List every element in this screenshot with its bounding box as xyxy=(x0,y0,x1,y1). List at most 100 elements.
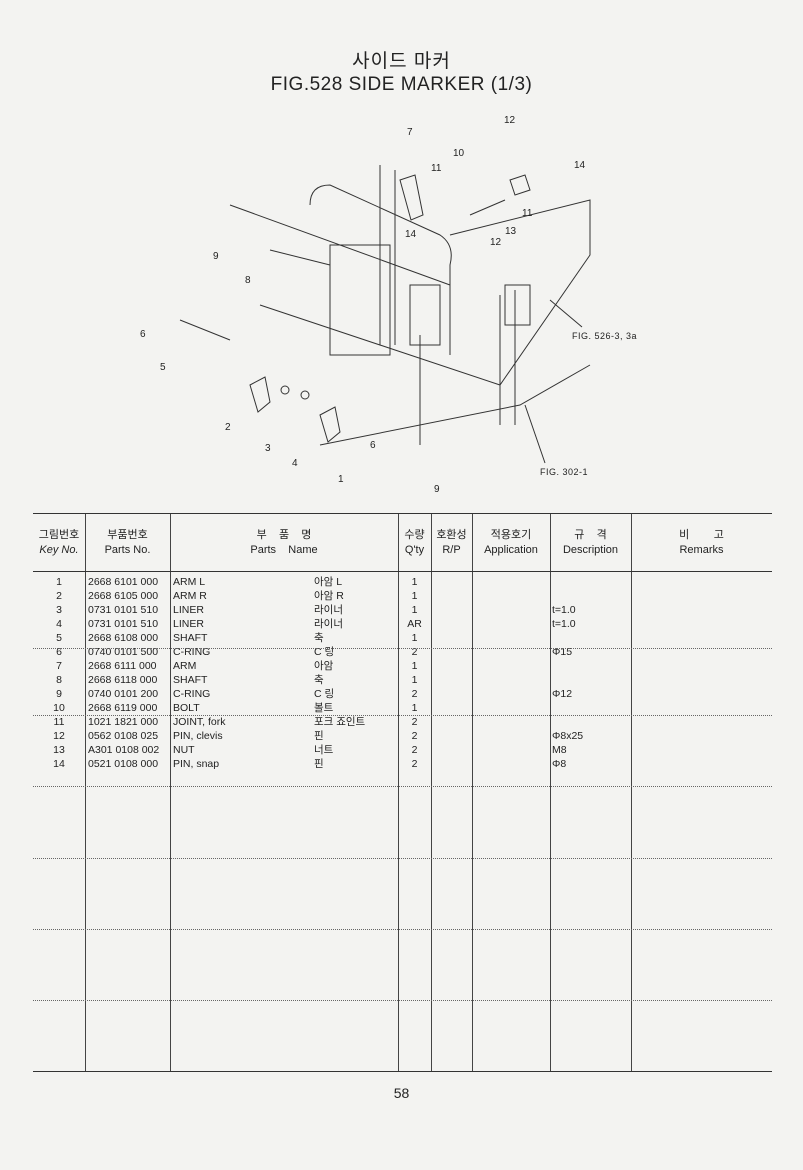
quantity: 1 xyxy=(411,590,418,602)
part-name: ARM R xyxy=(173,590,207,602)
part-name: JOINT, fork xyxy=(173,716,226,728)
callout-labels: 1 2 3 4 5 6 6 7 8 9 9 10 11 11 12 12 13 … xyxy=(140,115,637,495)
key-no: 3 xyxy=(56,604,62,616)
part-name-korean: 핀 xyxy=(314,730,324,742)
part-name: LINER xyxy=(173,604,204,616)
description: Φ12 xyxy=(552,688,573,700)
key-no: 9 xyxy=(56,688,62,700)
part-name: NUT xyxy=(173,744,195,756)
part-no: 2668 6101 000 xyxy=(88,576,159,588)
key-no: 6 xyxy=(56,646,62,658)
table-row: 14 0521 0108 000 PIN, snap 핀 2 Φ8 xyxy=(33,757,772,771)
part-no: 2668 6119 000 xyxy=(88,702,158,714)
quantity: 1 xyxy=(411,674,418,686)
key-no: 7 xyxy=(56,660,62,672)
description: M8 xyxy=(552,744,567,756)
callout-12: 12 xyxy=(504,115,516,126)
quantity: 1 xyxy=(411,632,418,644)
callout-14: 14 xyxy=(574,160,586,171)
key-no: 14 xyxy=(53,758,65,770)
part-no: 2668 6105 000 xyxy=(88,590,159,602)
quantity: 2 xyxy=(411,688,418,700)
part-name-korean: C 링 xyxy=(314,646,335,658)
part-name: C-RING xyxy=(173,646,211,658)
quantity: 1 xyxy=(411,660,418,672)
callout-6: 6 xyxy=(140,329,146,340)
part-name-korean: 핀 xyxy=(314,758,324,770)
part-no: 2668 6108 000 xyxy=(88,632,159,644)
callout-2: 2 xyxy=(225,422,231,433)
table-row: 9 0740 0101 200 C-RING C 링 2 Φ12 xyxy=(33,687,772,701)
callout-12b: 12 xyxy=(490,237,502,248)
description: Φ8 xyxy=(552,758,567,770)
frame-drawing xyxy=(179,165,591,464)
callout-8: 8 xyxy=(245,275,251,286)
callout-4: 4 xyxy=(292,458,298,469)
part-name: SHAFT xyxy=(173,632,208,644)
part-name-korean: C 링 xyxy=(314,688,335,700)
part-name-korean: 너트 xyxy=(314,744,334,756)
part-name-korean: 축 xyxy=(314,674,324,686)
key-no: 5 xyxy=(56,632,62,644)
part-name: PIN, snap xyxy=(173,758,220,770)
part-name: C-RING xyxy=(173,688,211,700)
part-name-korean: 축 xyxy=(314,632,324,644)
table-row: 5 2668 6108 000 SHAFT 축 1 xyxy=(33,631,772,645)
part-no: 0731 0101 510 xyxy=(88,604,159,616)
part-no: 0521 0108 000 xyxy=(88,758,159,770)
key-no: 4 xyxy=(56,618,62,630)
callout-1: 1 xyxy=(338,474,344,485)
quantity: 1 xyxy=(411,576,418,588)
exploded-parts-diagram: 1 2 3 4 5 6 6 7 8 9 9 10 11 11 12 12 13 … xyxy=(140,115,637,495)
key-no: 11 xyxy=(53,716,65,728)
key-no: 10 xyxy=(53,702,65,714)
quantity: AR xyxy=(407,618,422,630)
description: Φ8x25 xyxy=(552,730,584,742)
part-no: 2668 6111 000 xyxy=(88,660,157,672)
part-no: 0562 0108 025 xyxy=(88,730,159,742)
key-no: 1 xyxy=(56,576,62,588)
callout-9b: 9 xyxy=(434,484,440,495)
part-no: 0740 0101 500 xyxy=(88,646,159,658)
part-no: 0731 0101 510 xyxy=(88,618,159,630)
part-name-korean: 볼트 xyxy=(314,702,334,714)
callout-11b: 11 xyxy=(522,208,533,219)
part-no: 1021 1821 000 xyxy=(88,716,159,728)
page-title: FIG.528 SIDE MARKER (1/3) xyxy=(270,74,533,95)
figure-ref-526: FIG. 526-3, 3a xyxy=(572,331,637,341)
page-title-korean: 사이드 마커 xyxy=(352,51,451,72)
part-name-korean: 아암 L xyxy=(314,576,343,588)
description: Φ15 xyxy=(552,646,573,658)
callout-13: 13 xyxy=(505,226,517,237)
callout-7: 7 xyxy=(407,127,413,138)
part-name-korean: 포크 죠인트 xyxy=(314,716,366,728)
part-name-korean: 아암 xyxy=(314,660,334,672)
description: t=1.0 xyxy=(552,618,576,630)
key-no: 8 xyxy=(56,674,62,686)
part-name-korean: 아암 R xyxy=(314,590,344,602)
part-no: 0740 0101 200 xyxy=(88,688,159,700)
quantity: 2 xyxy=(411,758,418,770)
callout-10: 10 xyxy=(453,148,465,159)
quantity: 2 xyxy=(411,744,418,756)
quantity: 1 xyxy=(411,604,418,616)
